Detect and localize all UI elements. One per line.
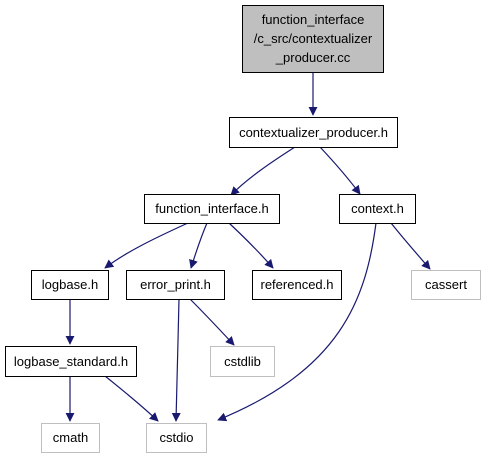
root-label-line-1: function_interface	[262, 12, 365, 27]
logbase-h-label: logbase.h	[42, 277, 98, 292]
edges	[65, 72, 431, 422]
node-logbase-standard-h[interactable]: logbase_standard.h	[5, 346, 137, 377]
edge-context-h-to-cstdio	[217, 222, 377, 422]
edge-logbase-standard-h-to-cstdio	[104, 375, 159, 422]
cassert-label: cassert	[425, 277, 467, 292]
cmath-label: cmath	[53, 430, 88, 445]
edge-function-interface-h-to-referenced-h	[228, 222, 274, 269]
node-context-h[interactable]: context.h	[339, 194, 416, 224]
node-cmath[interactable]: cmath	[41, 423, 100, 453]
node-cassert[interactable]: cassert	[411, 270, 481, 300]
edge-contextualizer-producer-h-to-context-h	[319, 146, 361, 195]
node-root-file[interactable]: function_interface /c_src/contextualizer…	[242, 5, 384, 73]
node-contextualizer-producer-h[interactable]: contextualizer_producer.h	[229, 117, 398, 148]
node-cstdlib[interactable]: cstdlib	[210, 346, 275, 377]
root-label-line-3: _producer.cc	[275, 50, 351, 65]
nodes: function_interface /c_src/contextualizer…	[5, 5, 481, 453]
node-logbase-h[interactable]: logbase.h	[31, 270, 109, 300]
cstdio-label: cstdio	[160, 430, 194, 445]
context-h-label: context.h	[351, 201, 404, 216]
node-function-interface-h[interactable]: function_interface.h	[144, 194, 280, 224]
node-error-print-h[interactable]: error_print.h	[126, 270, 225, 300]
logbase-standard-h-label: logbase_standard.h	[14, 354, 128, 369]
contextualizer-producer-h-label: contextualizer_producer.h	[239, 125, 388, 140]
error-print-h-label: error_print.h	[140, 277, 211, 292]
edge-error-print-h-to-cstdio	[171, 298, 181, 422]
cstdlib-label: cstdlib	[224, 354, 261, 369]
edge-function-interface-h-to-error-print-h	[189, 222, 208, 269]
root-label-line-2: /c_src/contextualizer	[254, 31, 373, 46]
edge-contextualizer-producer-h-to-function-interface-h	[230, 146, 296, 196]
edge-context-h-to-cassert	[390, 222, 431, 270]
referenced-h-label: referenced.h	[261, 277, 334, 292]
function-interface-h-label: function_interface.h	[155, 201, 268, 216]
node-referenced-h[interactable]: referenced.h	[252, 270, 342, 300]
edge-error-print-h-to-cstdlib	[189, 298, 235, 346]
node-cstdio[interactable]: cstdio	[146, 423, 207, 453]
edge-function-interface-h-to-logbase-h	[104, 222, 189, 269]
